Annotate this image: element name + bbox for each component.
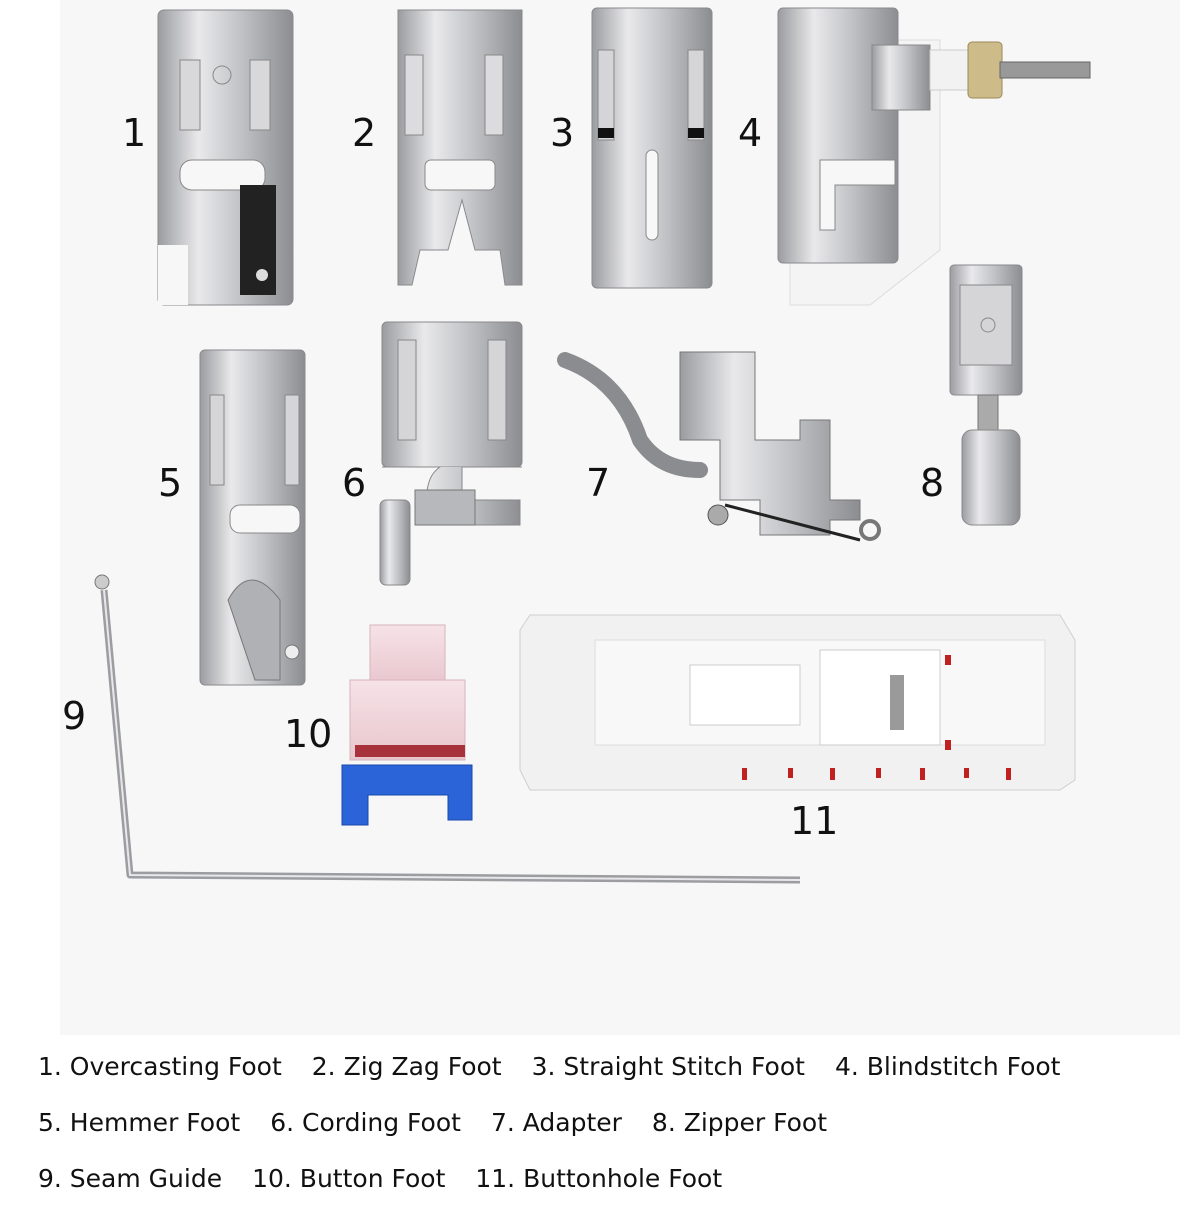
legend-item: 7. Adapter — [490, 1107, 622, 1137]
item-number-4: 4 — [738, 111, 763, 155]
item-number-2: 2 — [352, 111, 377, 155]
item-number-10: 10 — [284, 712, 333, 756]
legend-item: 1. Overcasting Foot — [38, 1051, 282, 1081]
legend-item: 11. Buttonhole Foot — [475, 1163, 723, 1193]
zig-zag-foot — [397, 9, 523, 286]
legend-item: 9. Seam Guide — [38, 1163, 223, 1193]
item-number-11: 11 — [790, 799, 839, 843]
blindstitch-foot — [777, 7, 1091, 306]
legend-row: 1. Overcasting Foot 2. Zig Zag Foot 3. S… — [38, 1038, 1188, 1094]
item-number-1: 1 — [122, 111, 147, 155]
legend-item: 8. Zipper Foot — [651, 1107, 828, 1137]
legend-row: 5. Hemmer Foot 6. Cording Foot 7. Adapte… — [38, 1094, 1188, 1150]
seam-guide — [94, 574, 801, 884]
legend-item: 10. Button Foot — [252, 1163, 446, 1193]
legend: 1. Overcasting Foot 2. Zig Zag Foot 3. S… — [38, 1038, 1188, 1206]
item-number-5: 5 — [158, 461, 183, 505]
item-number-9: 9 — [62, 694, 87, 738]
item-number-6: 6 — [342, 461, 367, 505]
zipper-foot — [949, 264, 1023, 526]
legend-item: 6. Cording Foot — [270, 1107, 461, 1137]
legend-item: 4. Blindstitch Foot — [834, 1051, 1061, 1081]
legend-row: 9. Seam Guide 10. Button Foot 11. Button… — [38, 1150, 1188, 1206]
adapter — [557, 351, 881, 542]
legend-item: 3. Straight Stitch Foot — [531, 1051, 805, 1081]
legend-item: 2. Zig Zag Foot — [311, 1051, 502, 1081]
cording-foot — [379, 321, 523, 586]
buttonhole-foot — [519, 614, 1076, 791]
legend-item: 5. Hemmer Foot — [38, 1107, 241, 1137]
hemmer-foot — [199, 349, 306, 686]
item-number-3: 3 — [550, 111, 575, 155]
overcasting-foot — [157, 9, 294, 306]
item-number-8: 8 — [920, 461, 945, 505]
straight-stitch-foot — [591, 7, 713, 289]
button-foot — [341, 624, 473, 826]
presser-feet-illustration — [94, 7, 1091, 884]
item-number-7: 7 — [586, 461, 611, 505]
